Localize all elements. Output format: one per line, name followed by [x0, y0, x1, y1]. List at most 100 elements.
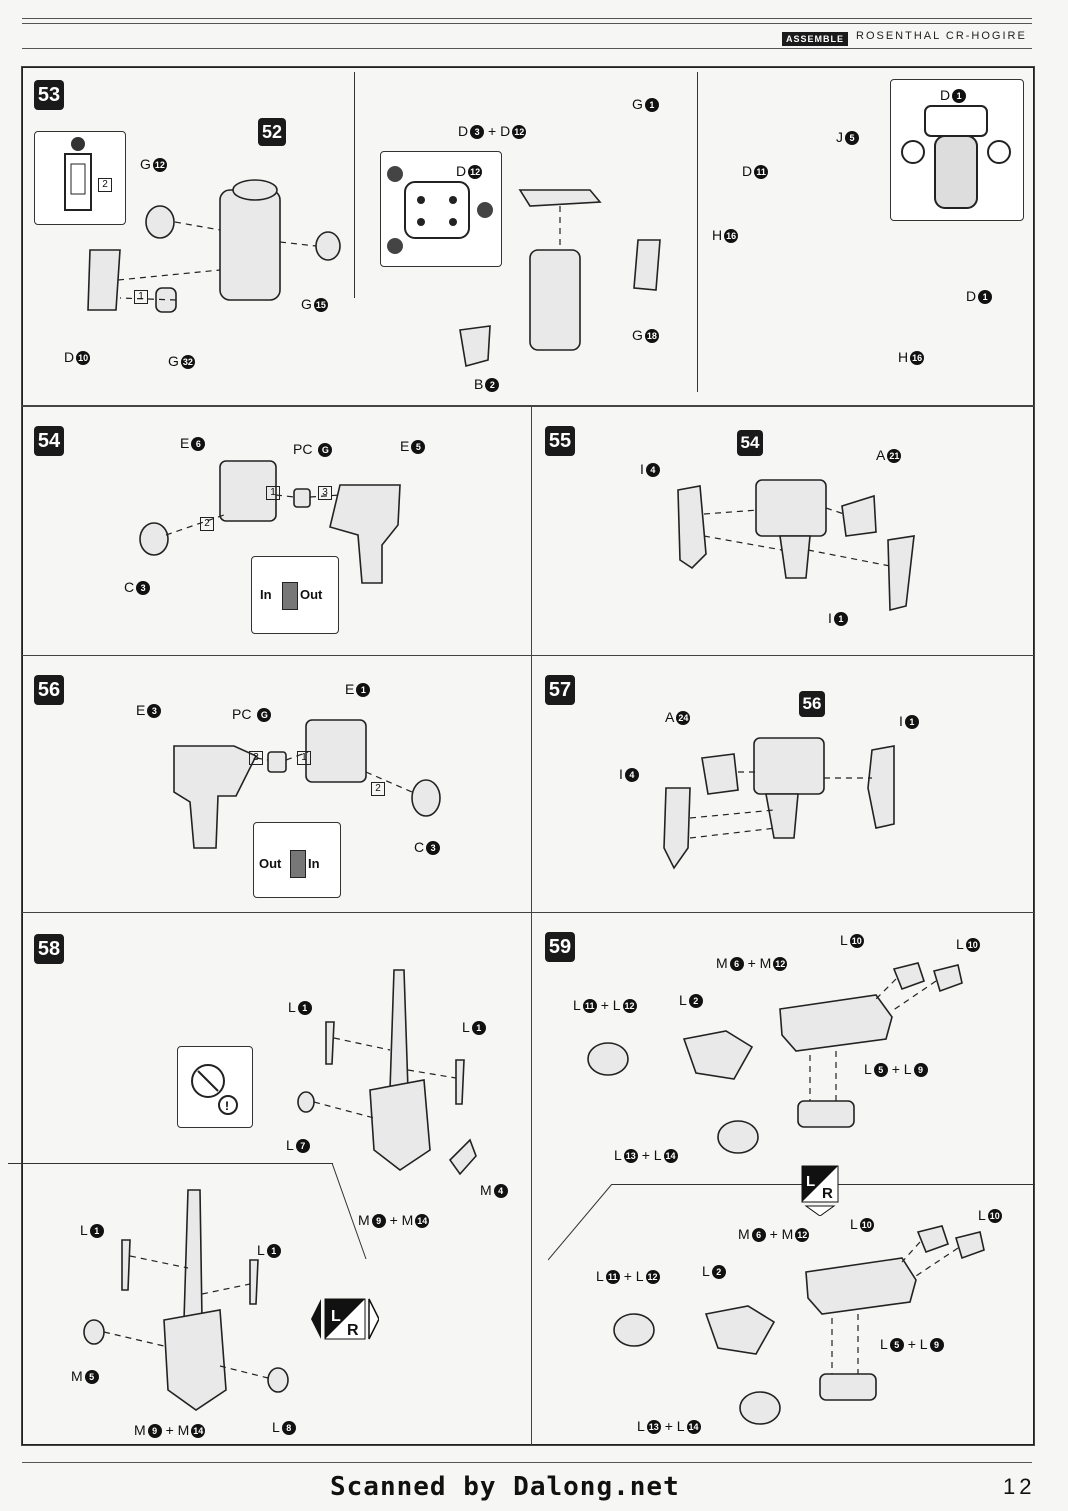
step-58-split-line: [8, 1163, 333, 1164]
step-number-56: 56: [34, 675, 64, 705]
svg-text:R: R: [822, 1185, 833, 1202]
svg-text:L: L: [806, 1173, 815, 1190]
step-58-split-line-diagonal: [332, 1163, 367, 1260]
step-58-lower-parts-illustration: [83, 1189, 289, 1411]
page-number: 12: [1003, 1474, 1036, 1499]
sequence-marker: 1: [297, 751, 311, 765]
step-54-parts-illustration: [139, 460, 401, 584]
svg-text:L: L: [331, 1308, 341, 1325]
step-56-parts-illustration: [173, 719, 441, 849]
header-title: ROSENTHAL CR-HOGIRE: [856, 30, 1027, 42]
sequence-marker: 3: [249, 751, 263, 765]
in-label: In: [308, 856, 320, 871]
sub-step-52: 52: [258, 118, 286, 146]
step-55-parts-illustration: [677, 479, 915, 612]
sequence-marker: 1: [266, 486, 280, 500]
step-number-55: 55: [545, 426, 575, 456]
step-53-divider-2: [697, 72, 698, 392]
step-57-parts-illustration: [663, 737, 895, 870]
in-label: In: [260, 587, 272, 602]
step-number-59: 59: [545, 932, 575, 962]
scan-credit: Scanned by Dalong.net: [330, 1472, 680, 1502]
svg-text:!: !: [225, 1099, 229, 1113]
step-number-58: 58: [34, 934, 64, 964]
left-right-mirror-icon: L R: [801, 1165, 839, 1216]
decal-detail-callout: [34, 131, 126, 225]
step-number-53: 53: [34, 80, 64, 110]
caution-detail-callout: !: [177, 1046, 253, 1128]
left-right-mirror-icon: L R: [311, 1298, 379, 1340]
step-53-divider-1: [354, 72, 355, 298]
header-rule-top: [22, 18, 1032, 19]
step-59-split-line-diagonal: [548, 1184, 613, 1261]
part-label-pc-g: PC G: [293, 440, 333, 458]
header-rule-top-2: [22, 23, 1032, 24]
step-58-upper-parts-illustration: [297, 969, 477, 1176]
footer-rule: [22, 1462, 1032, 1463]
sequence-marker: 1: [134, 290, 148, 304]
header-badge: ASSEMBLE: [782, 32, 849, 46]
step-number-54: 54: [34, 426, 64, 456]
step-53-parts-illustration: [87, 179, 661, 368]
header-rule-bottom: [22, 48, 1032, 49]
washer-plate-icon: [387, 166, 493, 254]
out-label: Out: [259, 856, 282, 871]
step-number-57: 57: [545, 675, 575, 705]
decal-icon: [64, 137, 92, 211]
step-59-panel: [531, 912, 1035, 1446]
polycap-icon: [282, 582, 298, 610]
torso-part-icon: [901, 105, 1011, 209]
part-label-pc-g: PC G: [232, 705, 272, 723]
sequence-marker: 2: [98, 178, 112, 192]
polycap-icon: [290, 850, 306, 878]
sequence-marker: 2: [371, 782, 385, 796]
caution-icon: !: [191, 1064, 238, 1115]
